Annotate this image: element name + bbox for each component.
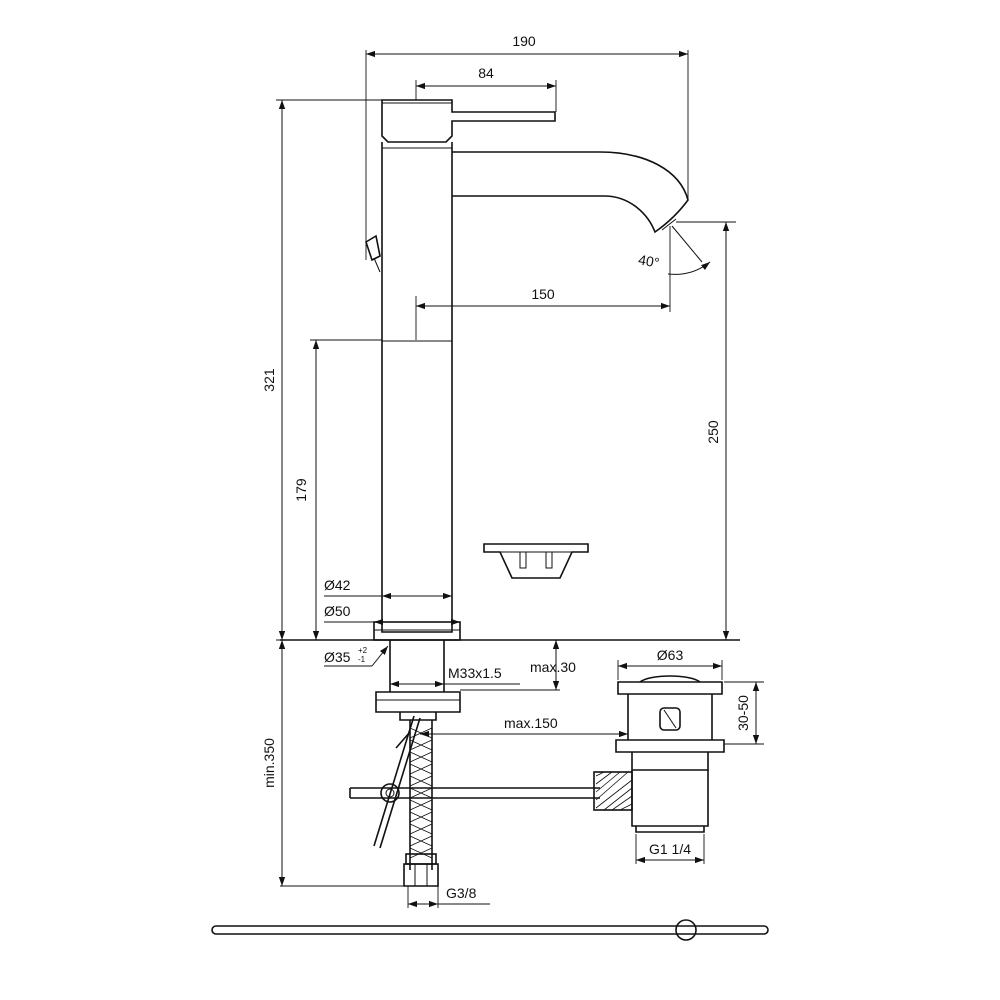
lever-handle [381, 99, 556, 143]
overflow-rod [211, 919, 769, 941]
dimension-lines [278, 50, 760, 908]
dim-handle-reach: 84 [478, 65, 494, 81]
dim-thread: M33x1.5 [448, 665, 502, 681]
waste-valve [593, 675, 725, 833]
extension-lines [276, 50, 764, 908]
dim-spout-angle: 40° [637, 251, 661, 270]
hose-nut [403, 863, 439, 887]
clevis-screw [380, 783, 400, 803]
dim-lower-body-height: 179 [293, 478, 309, 502]
flexible-hose [403, 720, 439, 887]
fixing-plate [375, 691, 461, 713]
dim-waste-diameter: Ø63 [657, 647, 684, 663]
dim-hose-thread: G3/8 [446, 885, 477, 901]
dim-hole-tolerance-lower: -1 [358, 655, 366, 664]
dim-base-diameter: Ø50 [324, 603, 351, 619]
dim-outlet-height: 250 [705, 420, 721, 444]
dim-hole-diameter: Ø35 [324, 649, 351, 665]
dimension-labels: 190 84 321 179 150 250 40° Ø42 Ø50 Ø35 +… [261, 33, 751, 901]
dim-overall-height: 321 [261, 368, 277, 392]
spout [452, 151, 689, 234]
pull-rod [349, 715, 600, 849]
dim-hole-tolerance-upper: +2 [358, 646, 368, 655]
faucet-body [280, 99, 740, 721]
overflow-connector [593, 771, 633, 811]
rod-knob [675, 919, 697, 941]
dim-waste-range: 30-50 [735, 695, 751, 731]
dim-waste-thread: G1 1/4 [649, 841, 691, 857]
dim-max-deck: max.30 [530, 659, 576, 675]
waste-plug [617, 681, 723, 695]
dim-max-pull-rod: max.150 [504, 715, 558, 731]
dim-overall-width: 190 [512, 33, 536, 49]
pull-rod-knob [365, 234, 381, 262]
body-column [381, 142, 453, 633]
base-rosette [373, 621, 461, 641]
dim-spout-reach: 150 [531, 286, 555, 302]
dim-body-diameter: Ø42 [324, 577, 351, 593]
fixing-bracket [483, 543, 589, 579]
dim-installation-depth: min.350 [261, 738, 277, 788]
waste-slot [659, 707, 681, 731]
